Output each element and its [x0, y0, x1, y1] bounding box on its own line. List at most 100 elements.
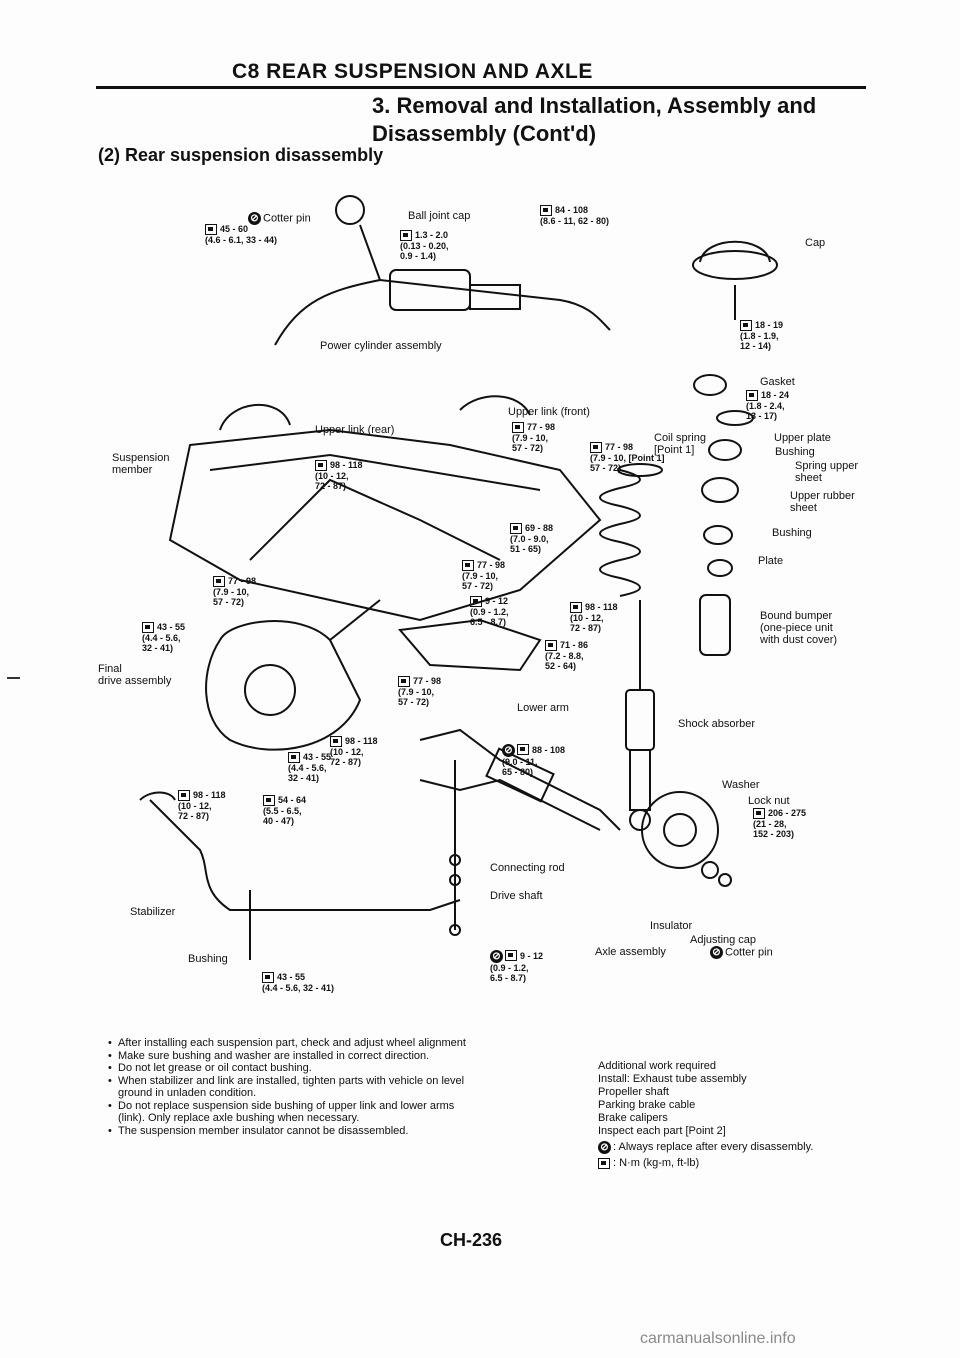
torque-spec: 69 - 88 (7.0 - 9.0, 51 - 65): [510, 523, 554, 554]
torque-spec: ⊘88 - 108 (9.0 - 11, 65 - 80): [502, 744, 566, 777]
torque-wrench-icon: [398, 676, 410, 687]
label-connecting-rod: Connecting rod: [490, 862, 565, 874]
torque-wrench-icon: [753, 808, 765, 819]
torque-spec: 98 - 118 (10 - 12, 72 - 87): [178, 790, 226, 821]
torque-wrench-icon: [142, 622, 154, 633]
page-number: CH-236: [440, 1230, 503, 1250]
lower-arm-drawing: [398, 618, 542, 672]
note-item: The suspension member insulator cannot b…: [108, 1125, 480, 1138]
label-upper-link-front: Upper link (front): [508, 406, 590, 418]
label-lower-arm: Lower arm: [517, 702, 569, 714]
additional-work-item: Inspect each part [Point 2]: [598, 1125, 726, 1137]
label-gasket: Gasket: [760, 376, 795, 388]
suspension-member-drawing: [168, 395, 602, 622]
subsection-title: (2) Rear suspension disassembly: [98, 145, 384, 165]
torque-wrench-icon: [545, 640, 557, 651]
label-bushing-2: Bushing: [772, 527, 812, 539]
torque-wrench-icon: [590, 442, 602, 453]
additional-work-item: Propeller shaft: [598, 1086, 669, 1098]
margin-mark: [7, 677, 20, 679]
note-item: When stabilizer and link are installed, …: [108, 1075, 480, 1100]
label-insulator: Insulator: [650, 920, 693, 932]
torque-wrench-icon: [540, 205, 552, 216]
torque-spec: 54 - 64 (5.5 - 6.5, 40 - 47): [263, 795, 307, 826]
label-lock-nut: Lock nut: [748, 795, 790, 807]
header-rule: [96, 86, 866, 89]
note-item: Make sure bushing and washer are install…: [108, 1050, 480, 1063]
torque-wrench-icon: [178, 790, 190, 801]
torque-spec: 77 - 98 (7.9 - 10, [Point 1] 57 - 72): [590, 442, 665, 473]
torque-wrench-icon: [510, 523, 522, 534]
torque-wrench-icon: [746, 390, 758, 401]
label-final-drive: Final drive assembly: [98, 663, 172, 687]
coil-spring-drawing: [599, 463, 663, 597]
torque-wrench-icon: [470, 596, 482, 607]
drive-shaft-drawing: [419, 728, 621, 831]
torque-spec: 45 - 60 (4.6 - 6.1, 33 - 44): [205, 224, 278, 245]
torque-spec: 98 - 118 (10 - 12, 72 - 87): [315, 460, 363, 491]
label-bushing-1: Bushing: [775, 446, 815, 458]
torque-spec: 98 - 118 (10 - 12, 72 - 87): [330, 736, 378, 767]
label-upper-rubber-sheet: Upper rubber sheet: [790, 490, 855, 514]
legend-torque: : N·m (kg-m, ft-lb): [598, 1157, 898, 1170]
torque-wrench-icon: [213, 576, 225, 587]
additional-work-item: Install: Exhaust tube assembly: [598, 1073, 747, 1085]
final-drive-drawing: [205, 599, 381, 751]
legend-replace: ⊘ : Always replace after every disassemb…: [598, 1141, 898, 1154]
additional-work: Additional work required Install: Exhaus…: [598, 1060, 898, 1170]
replace-icon: ⊘: [490, 950, 503, 963]
torque-spec: 71 - 86 (7.2 - 8.8, 52 - 64): [545, 640, 589, 671]
torque-spec: ⊘9 - 12 (0.9 - 1.2, 6.5 - 8.7): [490, 950, 544, 983]
exploded-view-diagram: [139, 195, 778, 960]
torque-spec: 9 - 12 (0.9 - 1.2, 6.5 - 8.7): [470, 596, 509, 627]
torque-spec: 43 - 55 (4.4 - 5.6, 32 - 41): [288, 752, 332, 783]
label-stabilizer: Stabilizer: [130, 906, 176, 918]
torque-wrench-icon: [262, 972, 274, 983]
label-shock-absorber: Shock absorber: [678, 718, 756, 730]
axle-assembly-drawing: [641, 791, 732, 887]
label-cotter-pin-bottom: ⊘Cotter pin: [710, 946, 773, 959]
torque-wrench-icon: [330, 736, 342, 747]
additional-work-heading: Additional work required: [598, 1060, 717, 1072]
torque-spec: 1.3 - 2.0 (0.13 - 0.20, 0.9 - 1.4): [400, 230, 449, 261]
shock-absorber-drawing: [625, 600, 655, 831]
torque-wrench-icon: [598, 1158, 610, 1169]
label-spring-upper-sheet: Spring upper sheet: [795, 460, 858, 484]
torque-wrench-icon: [263, 795, 275, 806]
watermark: carmanualsonline.info: [640, 1330, 796, 1347]
label-drive-shaft: Drive shaft: [490, 890, 543, 902]
label-adjusting-cap: Adjusting cap: [690, 934, 757, 946]
label-upper-link-rear: Upper link (rear): [315, 424, 395, 436]
label-coil-spring: Coil spring [Point 1]: [654, 432, 706, 456]
power-cylinder-assembly-drawing: [274, 195, 611, 346]
label-bound-bumper: Bound bumper (one-piece unit with dust c…: [760, 610, 838, 646]
replace-icon: ⊘: [710, 946, 723, 959]
torque-spec: 84 - 108 (8.6 - 11, 62 - 80): [540, 205, 610, 226]
label-suspension-member: Suspension member: [112, 452, 170, 476]
torque-spec: 18 - 19 (1.8 - 1.9, 12 - 14): [740, 320, 784, 351]
replace-icon: ⊘: [248, 212, 261, 225]
note-item: Do not let grease or oil contact bushing…: [108, 1062, 480, 1075]
torque-wrench-icon: [570, 602, 582, 613]
torque-spec: 77 - 98 (7.9 - 10, 57 - 72): [398, 676, 442, 707]
torque-spec: 43 - 55 (4.4 - 5.6, 32 - 41): [142, 622, 186, 653]
torque-spec: 77 - 98 (7.9 - 10, 57 - 72): [512, 422, 556, 453]
stabilizer-drawing: [139, 791, 461, 960]
label-cotter-pin-top: ⊘Cotter pin: [248, 212, 311, 225]
torque-spec: 98 - 118 (10 - 12, 72 - 87): [570, 602, 618, 633]
torque-spec: 77 - 98 (7.9 - 10, 57 - 72): [462, 560, 506, 591]
label-upper-plate: Upper plate: [774, 432, 831, 444]
section-title: 3. Removal and Installation, Assembly an…: [372, 93, 817, 146]
torque-wrench-icon: [517, 744, 529, 755]
torque-wrench-icon: [740, 320, 752, 331]
notes-list: After installing each suspension part, c…: [100, 1037, 480, 1137]
torque-wrench-icon: [462, 560, 474, 571]
connecting-rod-drawing: [449, 760, 461, 936]
note-item: Do not replace suspension side bushing o…: [108, 1100, 480, 1125]
torque-spec: 206 - 275 (21 - 28, 152 - 203): [753, 808, 807, 839]
header-title: C8 REAR SUSPENSION AND AXLE: [232, 60, 593, 83]
label-washer: Washer: [722, 779, 760, 791]
torque-wrench-icon: [205, 224, 217, 235]
additional-work-item: Brake calipers: [598, 1112, 668, 1124]
note-item: After installing each suspension part, c…: [108, 1037, 480, 1050]
